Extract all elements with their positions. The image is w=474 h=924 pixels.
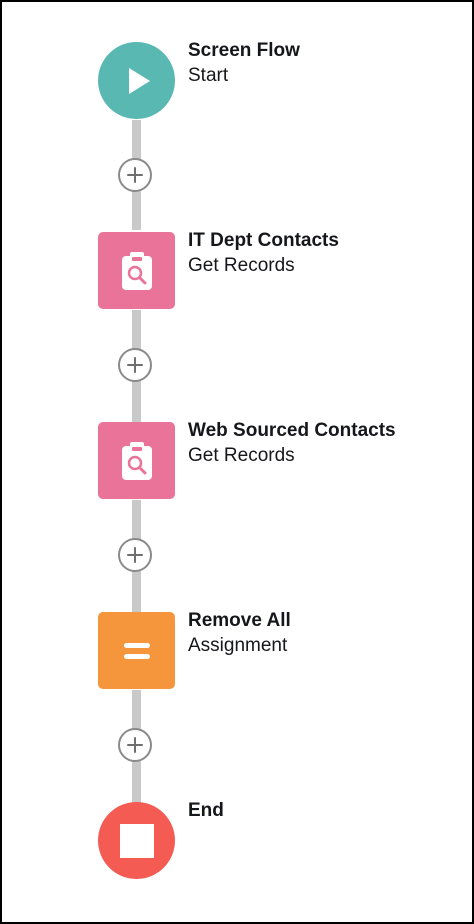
node-title: End	[188, 800, 224, 821]
end-node[interactable]	[98, 802, 175, 879]
add-element-button[interactable]	[118, 158, 152, 192]
node-title: Screen Flow	[188, 40, 300, 61]
equals-icon	[123, 642, 150, 659]
get-records-node-label: IT Dept Contacts Get Records	[188, 228, 339, 278]
end-node-label: End	[188, 798, 224, 823]
node-title: Web Sourced Contacts	[188, 420, 396, 441]
node-subtitle: Assignment	[188, 635, 288, 656]
add-element-button[interactable]	[118, 538, 152, 572]
get-records-node[interactable]	[98, 422, 175, 499]
clipboard-search-icon	[121, 251, 152, 290]
clipboard-search-icon	[121, 441, 152, 480]
assignment-node[interactable]	[98, 612, 175, 689]
stop-icon	[119, 823, 154, 858]
start-node-label: Screen Flow Start	[188, 38, 300, 88]
node-subtitle: Get Records	[188, 255, 295, 276]
play-icon	[128, 67, 150, 94]
start-node[interactable]	[98, 42, 175, 119]
get-records-node[interactable]	[98, 232, 175, 309]
node-subtitle: Start	[188, 65, 229, 86]
add-element-button[interactable]	[118, 348, 152, 382]
get-records-node-label: Web Sourced Contacts Get Records	[188, 418, 396, 468]
node-title: IT Dept Contacts	[188, 230, 339, 251]
add-element-button[interactable]	[118, 728, 152, 762]
assignment-node-label: Remove All Assignment	[188, 608, 291, 658]
node-subtitle: Get Records	[188, 445, 295, 466]
node-title: Remove All	[188, 610, 291, 631]
